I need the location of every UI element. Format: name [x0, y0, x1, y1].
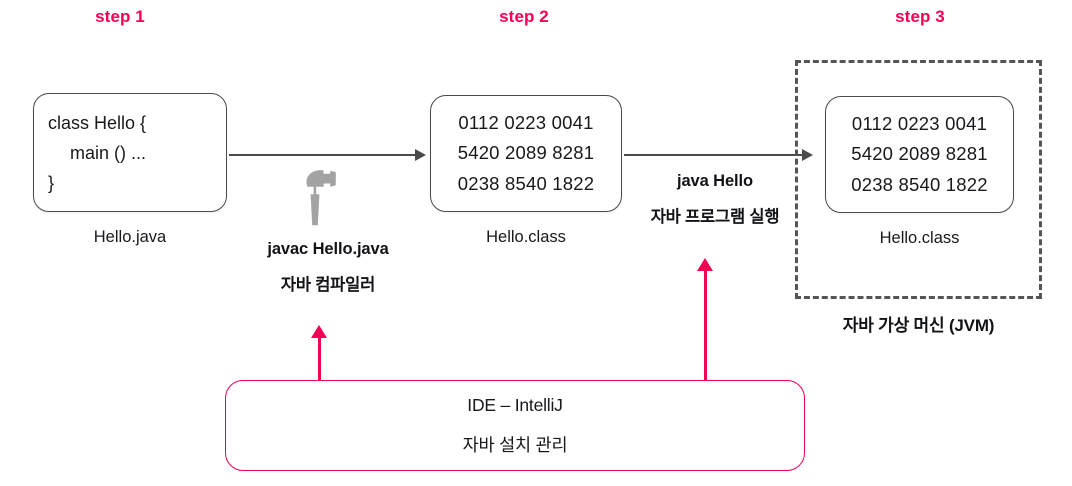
jvm-class-byte-line-1: 0112 0223 0041: [851, 112, 988, 134]
class-byte-line-3: 0238 8540 1822: [457, 172, 595, 194]
jvm-class-file-caption: Hello.class: [879, 229, 960, 247]
class-file-box: 0112 0223 0041 5420 2089 8281 0238 8540 …: [430, 95, 622, 212]
ide-to-compiler-arrow-shaft: [318, 337, 321, 381]
ide-name-label: IDE – IntelliJ: [467, 394, 563, 415]
run-annotation: java Hello 자바 프로그램 실행: [630, 172, 800, 227]
ide-box: IDE – IntelliJ 자바 설치 관리: [225, 380, 805, 471]
ide-description-label: 자바 설치 관리: [462, 434, 568, 455]
java-run-label: 자바 프로그램 실행: [650, 208, 780, 226]
java-command-text: java Hello: [676, 172, 754, 190]
jvm-class-byte-line-3: 0238 8540 1822: [851, 173, 988, 195]
source-code-line-1: class Hello {: [48, 112, 147, 133]
step-3-label: step 3: [895, 7, 945, 26]
ide-to-runtime-arrow-shaft: [704, 270, 707, 381]
ide-to-runtime-arrow-head: [697, 258, 714, 271]
source-file-caption: Hello.java: [93, 228, 167, 246]
class-byte-line-1: 0112 0223 0041: [458, 111, 594, 133]
run-arrow-head: [802, 148, 813, 161]
source-code-line-3: }: [48, 172, 55, 193]
jvm-class-byte-line-2: 5420 2089 8281: [851, 143, 988, 165]
class-file-caption: Hello.class: [486, 228, 566, 246]
class-byte-line-2: 5420 2089 8281: [457, 142, 595, 164]
run-arrow-line: [624, 154, 802, 156]
step-1-label: step 1: [95, 7, 145, 26]
compile-annotation: javac Hello.java 자바 컴파일러: [228, 240, 428, 295]
jvm-container: [795, 60, 1042, 299]
compile-arrow-head: [415, 148, 426, 161]
source-file-box: class Hello { main () ... }: [33, 93, 227, 212]
hammer-icon: [297, 168, 343, 226]
compile-arrow-line: [229, 154, 415, 156]
source-code-line-2: main () ...: [70, 142, 147, 163]
jvm-class-file-box: 0112 0223 0041 5420 2089 8281 0238 8540 …: [825, 96, 1014, 213]
ide-to-compiler-arrow-head: [311, 325, 328, 338]
step-2-label: step 2: [499, 7, 549, 26]
jvm-caption: 자바 가상 머신 (JVM): [842, 316, 995, 335]
javac-command-text: javac Hello.java: [267, 240, 389, 258]
java-compiler-label: 자바 컴파일러: [280, 276, 376, 294]
